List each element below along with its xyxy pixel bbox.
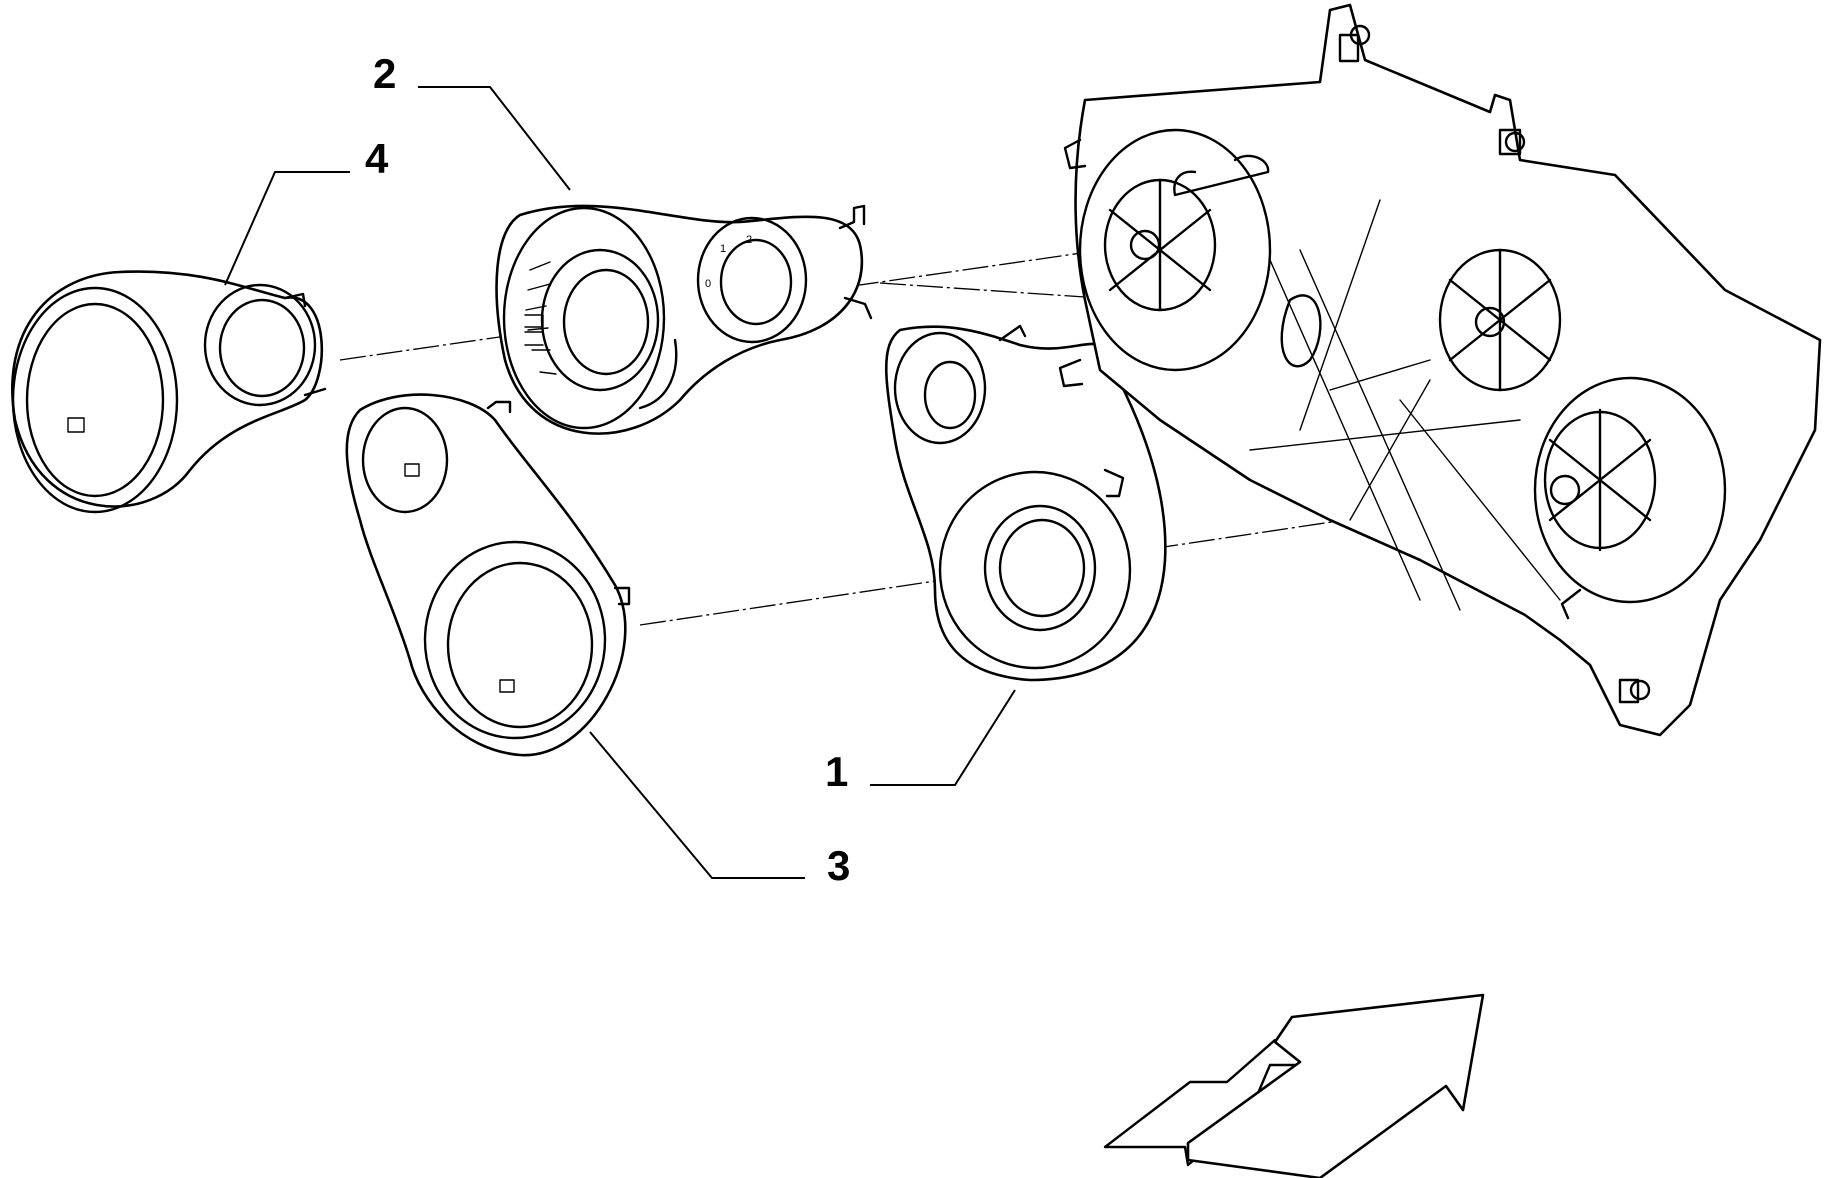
direction-arrow: [1103, 993, 1485, 1178]
part-4-twin-ring-bezel: [11, 270, 327, 514]
callout-3: 3: [827, 842, 850, 889]
callout-2: 2: [373, 50, 396, 97]
part-1-lower-bezel: [884, 324, 1167, 682]
part-2-dial-bezel: 0 1 2: [495, 204, 873, 435]
dial-mark-2: 2: [746, 234, 752, 246]
dial-mark-1: 1: [720, 243, 726, 255]
control-housing: [1058, 3, 1822, 737]
part-3-keyhole-bezel: [345, 393, 631, 757]
callout-1: 1: [825, 748, 848, 795]
callout-4: 4: [365, 135, 389, 182]
callout-leaders: [224, 86, 1016, 879]
dial-mark-0: 0: [705, 278, 711, 290]
